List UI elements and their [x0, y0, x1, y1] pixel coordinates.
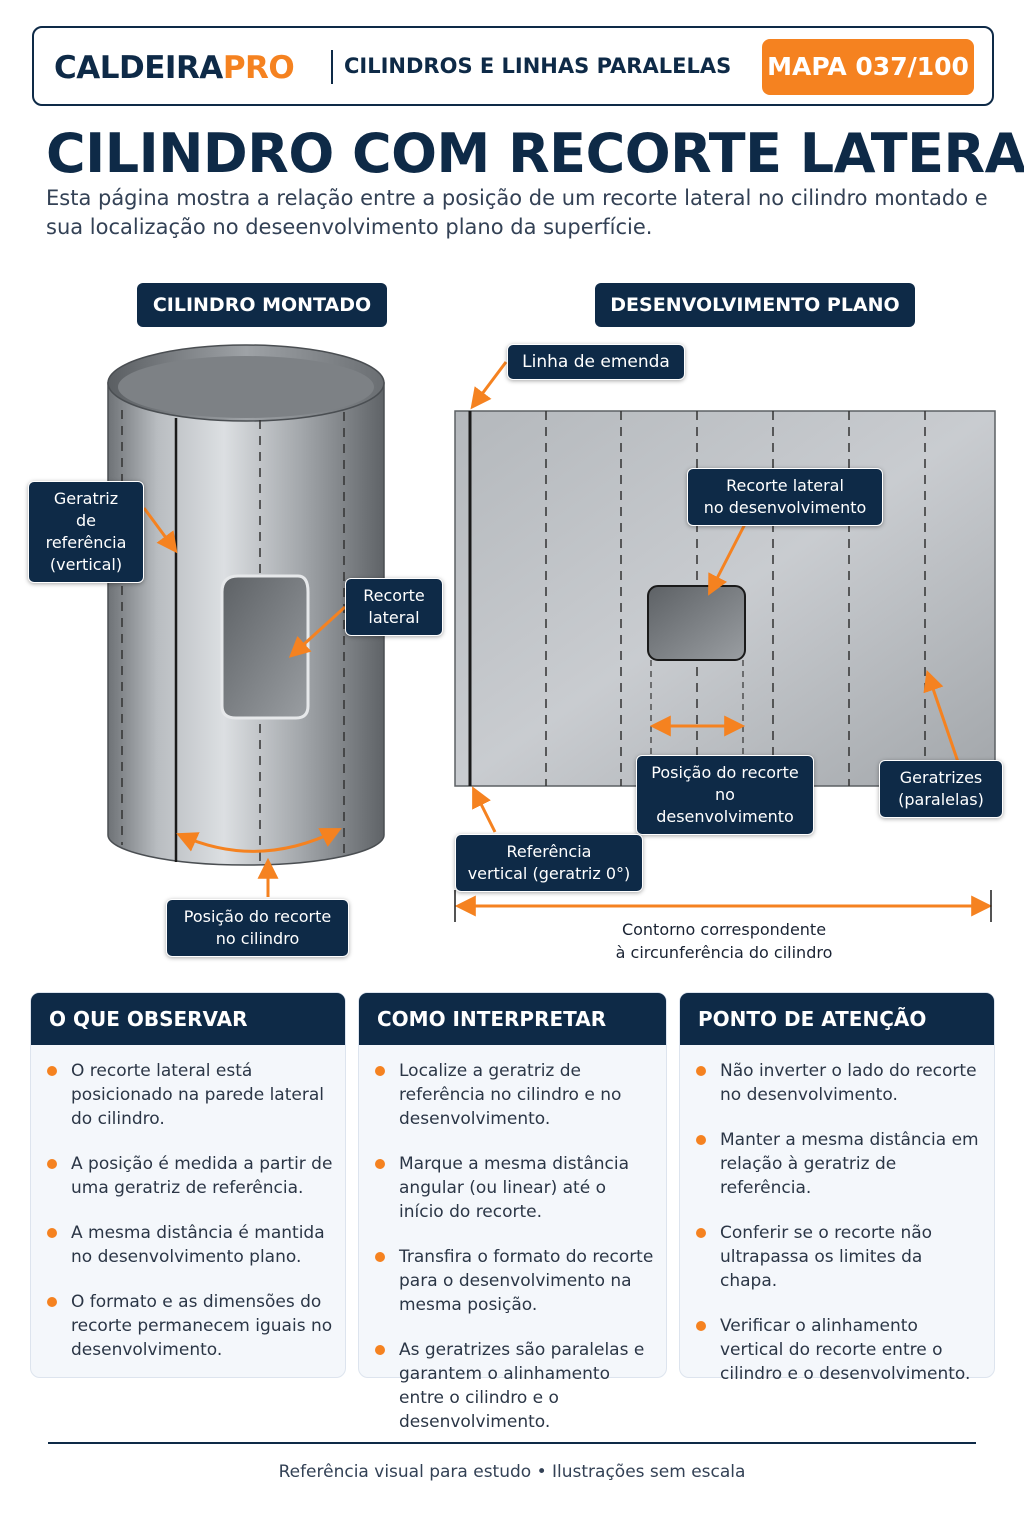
intro-text: Esta página mostra a relação entre a pos…: [46, 186, 988, 239]
callout-line: Posição do recorte: [651, 763, 799, 782]
annotation-arrows: [142, 361, 993, 917]
brand-logo: CALDEIRAPRO: [54, 50, 295, 86]
callout-line: (paralelas): [898, 790, 984, 809]
callout-line: Geratriz: [53, 489, 119, 508]
list-item: Manter a mesma distância em relação à ge…: [694, 1128, 982, 1200]
list-item: A posição é medida a partir de uma gerat…: [45, 1152, 333, 1200]
list-item: Transfira o formato do recorte para o de…: [373, 1245, 654, 1317]
diagram-illustration: [107, 344, 996, 922]
callout-linha-emenda: Linha de emenda: [507, 344, 685, 380]
list-item-text: Não inverter o lado do recorte no desenv…: [720, 1061, 977, 1105]
contour-end-ticks: [454, 890, 992, 922]
list-item-text: Localize a geratriz de referência no cil…: [399, 1061, 622, 1129]
list-item-text: Marque a mesma distância angular (ou lin…: [399, 1154, 629, 1222]
map-badge: MAPA 037/100: [762, 39, 974, 95]
section-label-desenvolvimento: DESENVOLVIMENTO PLANO: [595, 283, 915, 327]
brand-main: CALDEIRA: [54, 50, 223, 86]
list-item: As geratrizes são paralelas e garantem o…: [373, 1338, 654, 1434]
list-item-text: Transfira o formato do recorte para o de…: [399, 1247, 654, 1315]
card-title: PONTO DE ATENÇÃO: [680, 993, 994, 1045]
caption-line: Contorno correspondente: [621, 920, 827, 939]
brand-separator: [331, 50, 333, 84]
callout-line: (vertical): [49, 555, 123, 574]
card-title: O QUE OBSERVAR: [31, 993, 345, 1045]
list-item-text: A mesma distância é mantida no desenvolv…: [71, 1223, 325, 1267]
bullet-dot-icon: [375, 1159, 385, 1169]
callout-line: Recorte lateral: [726, 476, 844, 495]
list-item-text: A posição é medida a partir de uma gerat…: [71, 1154, 333, 1198]
list-item: Não inverter o lado do recorte no desenv…: [694, 1059, 982, 1107]
bullet-dot-icon: [696, 1321, 706, 1331]
bullet-dot-icon: [696, 1228, 706, 1238]
list-item: Conferir se o recorte não ultrapassa os …: [694, 1221, 982, 1293]
bullet-dot-icon: [375, 1252, 385, 1262]
bullet-dot-icon: [47, 1159, 57, 1169]
list-item: Localize a geratriz de referência no cil…: [373, 1059, 654, 1131]
list-item-text: Conferir se o recorte não ultrapassa os …: [720, 1223, 933, 1291]
list-item-text: Manter a mesma distância em relação à ge…: [720, 1130, 979, 1198]
list-item-text: O recorte lateral está posicionado na pa…: [71, 1061, 324, 1129]
page-title: CILINDRO COM RECORTE LATERAL: [46, 122, 1024, 185]
callout-line: de referência: [45, 511, 127, 552]
caption-line: à circunferência do cilindro: [615, 943, 833, 962]
list-item-text: O formato e as dimensões do recorte perm…: [71, 1292, 333, 1360]
list-item: Marque a mesma distância angular (ou lin…: [373, 1152, 654, 1224]
bullet-dot-icon: [375, 1066, 385, 1076]
list-item: O recorte lateral está posicionado na pa…: [45, 1059, 333, 1131]
list-item: Verificar o alinhamento vertical do reco…: [694, 1314, 982, 1386]
footer-text: Referência visual para estudo • Ilustraç…: [278, 1462, 746, 1482]
callout-line: no desenvolvimento: [656, 785, 794, 826]
bullet-dot-icon: [696, 1066, 706, 1076]
callout-posicao-desenvolvimento: Posição do recorte no desenvolvimento: [636, 755, 814, 835]
callout-recorte-lateral: Recorte lateral: [345, 578, 443, 636]
callout-line: vertical (geratriz 0°): [467, 864, 631, 883]
callout-line: Posição do recorte: [183, 907, 332, 926]
callout-geratriz-referencia: Geratriz de referência (vertical): [28, 481, 144, 583]
bullet-dot-icon: [47, 1066, 57, 1076]
callout-recorte-desenvolvimento: Recorte lateral no desenvolvimento: [687, 468, 883, 526]
bullet-dot-icon: [696, 1135, 706, 1145]
section-label-cilindro: CILINDRO MONTADO: [137, 283, 387, 327]
callout-posicao-cilindro: Posição do recorte no cilindro: [166, 899, 349, 957]
callout-line: Recorte: [363, 586, 425, 605]
card-title: COMO INTERPRETAR: [359, 993, 666, 1045]
list-item-text: As geratrizes são paralelas e garantem o…: [399, 1340, 645, 1432]
callout-line: no cilindro: [215, 929, 300, 948]
header-bar: CALDEIRAPRO CILINDROS E LINHAS PARALELAS…: [32, 26, 994, 106]
callout-line: Referência: [506, 842, 592, 861]
callout-referencia-vertical: Referência vertical (geratriz 0°): [455, 834, 643, 892]
list-item: O formato e as dimensões do recorte perm…: [45, 1290, 333, 1362]
callout-line: Geratrizes: [899, 768, 983, 787]
list-item-text: Verificar o alinhamento vertical do reco…: [720, 1316, 971, 1384]
callout-line: no desenvolvimento: [703, 498, 867, 517]
card-ponto-de-atencao: PONTO DE ATENÇÃO Não inverter o lado do …: [679, 992, 995, 1384]
brand-accent: PRO: [222, 50, 295, 86]
card-como-interpretar: COMO INTERPRETAR Localize a geratriz de …: [358, 992, 667, 1432]
list-item: A mesma distância é mantida no desenvolv…: [45, 1221, 333, 1269]
caption-contorno: Contorno correspondente à circunferência…: [574, 918, 874, 964]
header-subtitle: CILINDROS E LINHAS PARALELAS: [344, 54, 732, 78]
callout-line: lateral: [368, 608, 420, 627]
bullet-dot-icon: [47, 1297, 57, 1307]
footer-divider: [48, 1442, 976, 1444]
card-o-que-observar: O QUE OBSERVAR O recorte lateral está po…: [30, 992, 346, 1378]
callout-geratrizes-paralelas: Geratrizes (paralelas): [879, 760, 1003, 818]
bullet-dot-icon: [47, 1228, 57, 1238]
bullet-dot-icon: [375, 1345, 385, 1355]
cylinder: [107, 344, 385, 866]
